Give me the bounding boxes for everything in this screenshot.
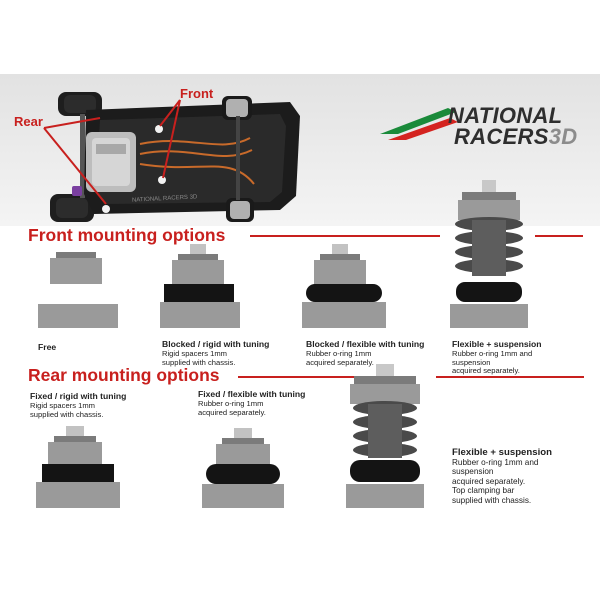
rear-caption-3: Flexible + suspension Rubber o-ring 1mm … xyxy=(452,447,552,505)
front-caption-1: Free xyxy=(38,342,57,352)
rear-flexible-suspension-diagram xyxy=(346,364,424,508)
chassis-illustration xyxy=(43,92,300,222)
front-section-title: Front mounting options xyxy=(28,225,226,245)
front-wheel-top-icon xyxy=(222,96,252,120)
motor-icon xyxy=(86,132,136,192)
front-flexible-suspension-diagram xyxy=(450,180,528,328)
front-caption-3: Blocked / flexible with tuning Rubber o-… xyxy=(306,339,425,367)
rear-rule-right xyxy=(436,376,584,378)
rear-diagrams xyxy=(36,364,424,508)
brand-3d: 3D xyxy=(548,124,578,149)
front-diagrams xyxy=(38,180,528,328)
front-free-diagram xyxy=(38,252,118,328)
brand-name-line2: RACERS3D xyxy=(454,124,577,150)
rear-caption-1: Fixed / rigid with tuning Rigid spacers … xyxy=(30,391,127,419)
front-wheel-bottom-icon xyxy=(226,198,254,222)
front-blocked-flexible-diagram xyxy=(302,244,386,328)
front-caption-4: Flexible + suspension Rubber o-ring 1mm … xyxy=(452,339,542,376)
rear-section-title: Rear mounting options xyxy=(28,365,220,385)
front-rule-right xyxy=(535,235,583,237)
rear-caption-2: Fixed / flexible with tuning Rubber o-ri… xyxy=(198,389,306,417)
rear-wheel-bottom-icon xyxy=(50,194,94,222)
rear-axle-icon xyxy=(80,114,85,198)
rear-fixed-rigid-diagram xyxy=(36,426,120,508)
callout-front: Front xyxy=(180,86,214,101)
rear-rule-left xyxy=(238,376,356,378)
front-caption-2: Blocked / rigid with tuning Rigid spacer… xyxy=(162,339,270,367)
brand-name-line1: NATIONAL xyxy=(448,103,563,128)
callout-rear: Rear xyxy=(14,114,43,129)
brand-racers: RACERS xyxy=(454,124,549,149)
rear-fixed-flexible-diagram xyxy=(202,428,284,508)
front-blocked-rigid-diagram xyxy=(160,244,240,328)
front-rule-left xyxy=(250,235,440,237)
brand-swoosh-icon xyxy=(380,108,458,140)
